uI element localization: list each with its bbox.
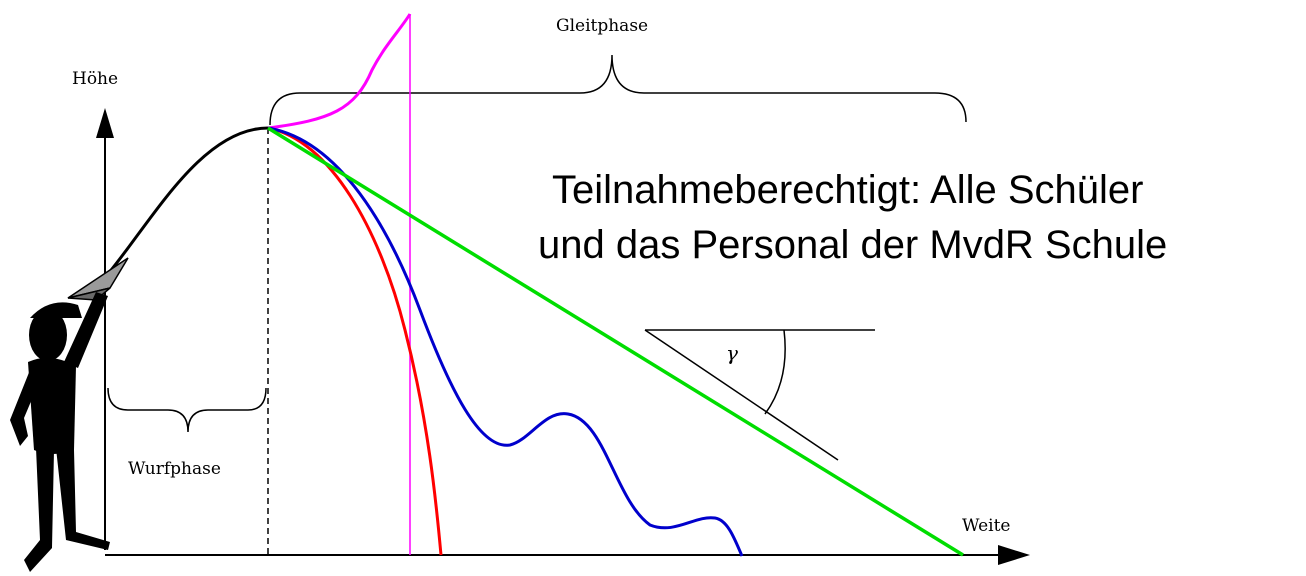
y-axis-arrow-icon [96, 108, 114, 138]
green-glide-line [267, 126, 964, 557]
magenta-curve [267, 13, 412, 130]
angle-arc [764, 329, 786, 415]
axes [96, 108, 1030, 565]
throw-phase-label: Wurfphase [128, 459, 221, 479]
height-axis-label: Höhe [72, 69, 118, 89]
angle-label: γ [726, 341, 738, 365]
caption-line-1: Teilnahmeberechtigt: Alle Schüler [552, 168, 1143, 212]
thrower-figure-icon [10, 292, 110, 572]
x-axis-arrow-icon [998, 545, 1030, 565]
angle-slope-line [644, 329, 839, 461]
glide-phase-label: Gleitphase [556, 16, 648, 36]
glide-angle-marker: γ [644, 329, 875, 461]
red-curve [267, 126, 443, 556]
throw-curve [101, 126, 269, 281]
caption-line-2: und das Personal der MvdR Schule [538, 223, 1167, 267]
glide-phase-brace [269, 54, 967, 126]
blue-curve [267, 126, 744, 557]
throw-phase-brace [107, 387, 267, 433]
width-axis-label: Weite [962, 516, 1010, 536]
